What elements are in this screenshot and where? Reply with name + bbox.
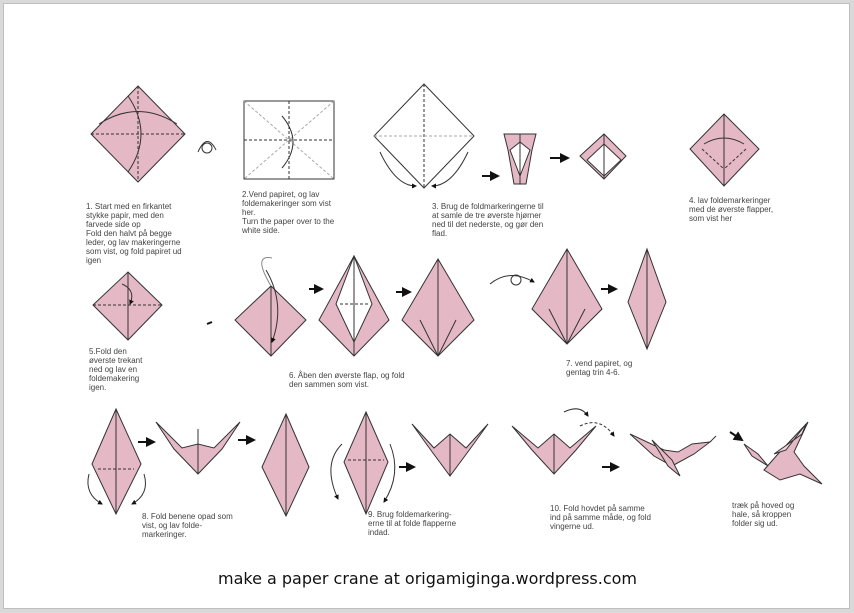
instruction-sheet: 1. Start med en firkantet stykke papir, … — [3, 3, 850, 609]
step9-caption: 9. Brug foldemarkering- erne til at fold… — [368, 510, 456, 537]
step5-figure — [93, 272, 162, 340]
step10-fold-figure — [512, 409, 614, 474]
step10-caption: 10. Fold hovdet på samme ind på samme må… — [550, 504, 651, 531]
step3-caption: 3. Brug de foldmarkeringerne til at saml… — [432, 202, 544, 238]
finished-crane-figure — [730, 422, 822, 484]
step8-legs-figure — [156, 422, 240, 474]
turn-over-icon — [198, 141, 216, 153]
step1-caption: 1. Start med en firkantet stykke papir, … — [86, 202, 182, 265]
step6-petal-figure — [319, 256, 389, 356]
footer-credit: make a paper crane at origamiginga.wordp… — [4, 569, 851, 588]
step2-figure — [244, 101, 334, 179]
step5-caption: 5.Fold den øverste trekant ned og lav en… — [89, 347, 142, 392]
step4-figure — [690, 114, 759, 186]
step7-result-figure — [628, 249, 666, 349]
step8-result-figure — [262, 414, 309, 516]
step1-figure — [91, 86, 185, 182]
turn-over-icon-2 — [490, 275, 534, 285]
step6-open-figure — [235, 258, 306, 356]
step10-crane-figure — [630, 434, 716, 476]
step6-caption: 6. Åben den øverste flap, og fold den sa… — [289, 371, 405, 389]
step8-fold-figure — [88, 409, 146, 514]
step3-collapse-figure — [504, 134, 536, 184]
step11-caption: træk på hoved og hale, så kroppen folder… — [732, 501, 794, 528]
step9-fold-figure — [331, 412, 395, 514]
step9-result-figure — [412, 424, 488, 476]
bird-base-figure — [402, 259, 474, 356]
step2-caption: 2.Vend papiret, og lav foldemakeringer s… — [242, 190, 334, 235]
step7-caption: 7. vend papiret, og gentag trin 4-6. — [566, 359, 632, 377]
step8-caption: 8. Fold benene opad som vist, og lav fol… — [142, 512, 233, 539]
step7-figure — [532, 249, 602, 344]
preliminary-base-figure — [580, 134, 626, 179]
step4-caption: 4. lav foldemarkeringer med de øverste f… — [689, 196, 773, 223]
step3-figure — [374, 84, 474, 188]
